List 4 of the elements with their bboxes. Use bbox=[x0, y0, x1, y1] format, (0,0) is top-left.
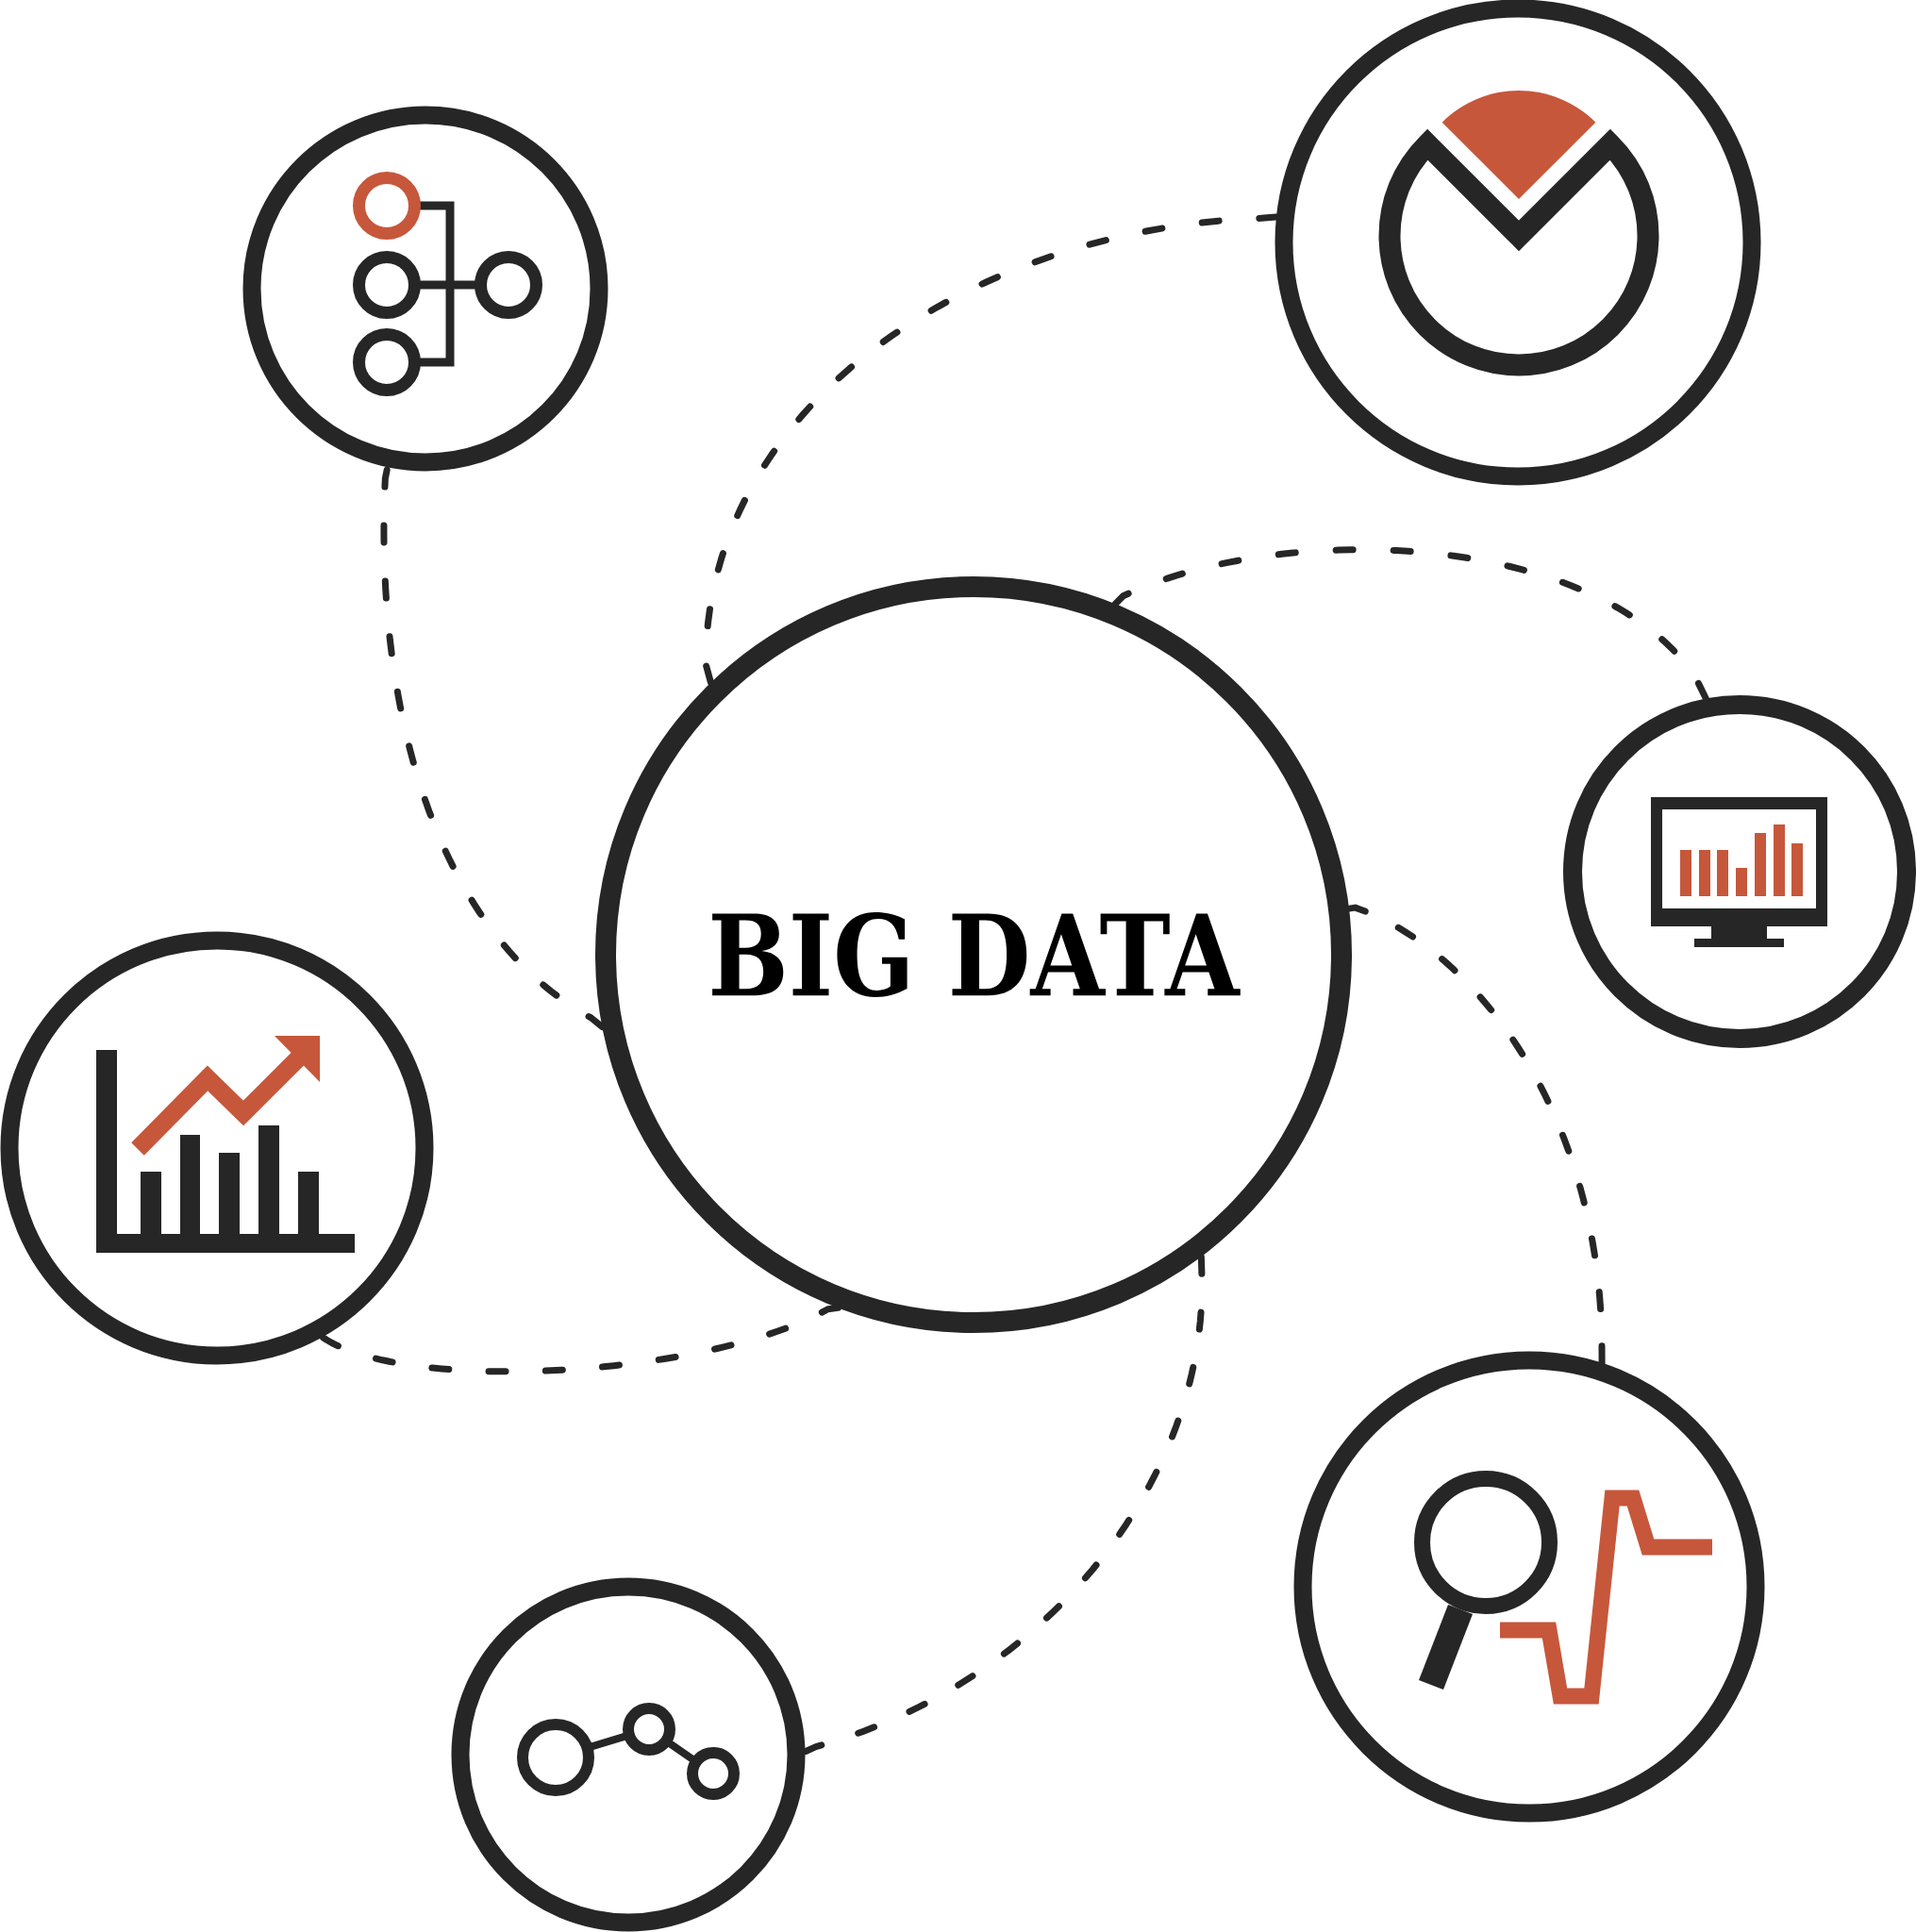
dashed-connector bbox=[1111, 546, 1709, 702]
dashed-connector bbox=[1345, 904, 1606, 1367]
dashed-connector bbox=[702, 213, 1280, 687]
dashed-connector bbox=[318, 1304, 841, 1375]
